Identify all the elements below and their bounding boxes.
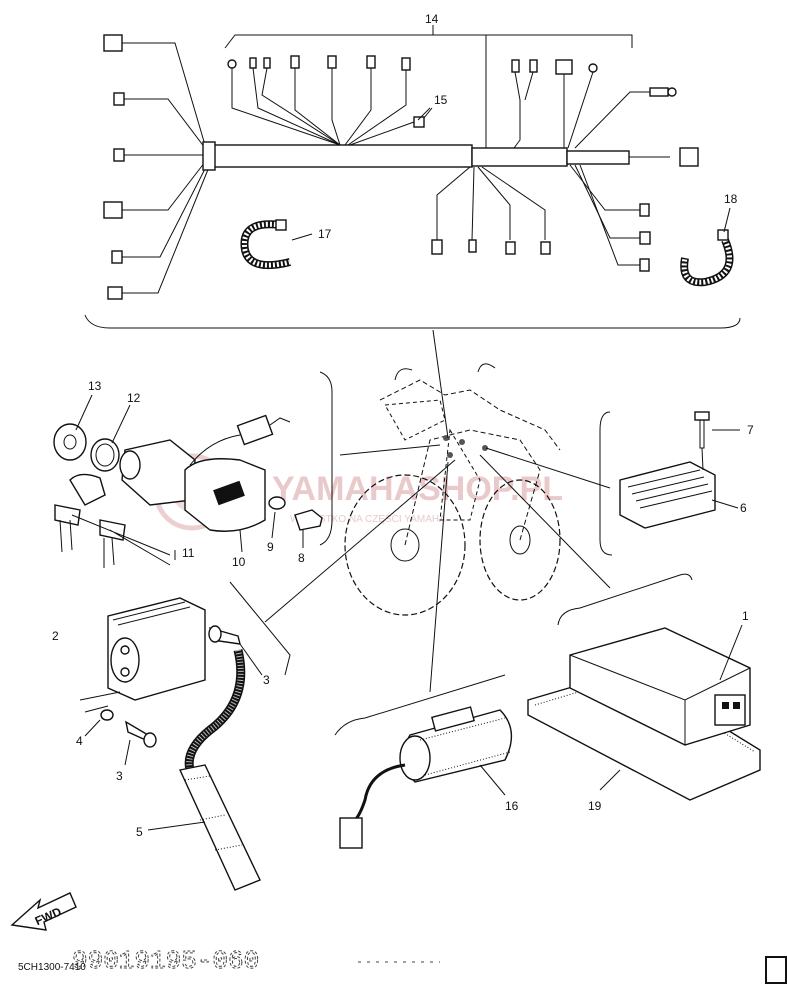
callout-1: 1 [742, 609, 749, 623]
watermark-brand: YAMAHASHOP.PL [272, 470, 563, 508]
callout-18: 18 [724, 192, 738, 206]
corner-box [765, 956, 787, 984]
serial-number: 99019195-060 [72, 946, 259, 976]
condenser-group [334, 674, 513, 849]
left-connectors [103, 34, 216, 300]
bottom-branch-connectors [431, 164, 651, 272]
watermark-tagline: WSZYSTKO NA CZĘŚCI YAMAHA [290, 512, 446, 525]
callout-16: 16 [505, 799, 519, 813]
callout-3-lower: 3 [116, 769, 123, 783]
callout-4: 4 [76, 734, 83, 748]
fwd-arrow: FWD [10, 892, 77, 931]
band-18 [680, 207, 734, 287]
callout-19: 19 [588, 799, 602, 813]
callout-17: 17 [318, 227, 332, 241]
callout-15: 15 [434, 93, 448, 107]
diagram-code: 5CH1300-7410 [18, 962, 86, 973]
callout-7: 7 [747, 423, 754, 437]
cdi-unit-group [527, 573, 761, 801]
right-branch-connectors [511, 59, 677, 149]
callout-11: 11 [182, 546, 195, 560]
callout-5: 5 [136, 825, 143, 839]
callout-2: 2 [52, 629, 59, 643]
motorcycle-outline [264, 329, 611, 693]
callout-13: 13 [88, 379, 102, 393]
wire-harness-group [84, 25, 741, 329]
callout-3-upper: 3 [263, 673, 270, 687]
main-switch-group [53, 371, 333, 568]
rectifier-regulator [599, 411, 740, 556]
footer: 99019195-060 5CH1300-7410 [18, 946, 787, 984]
band-17 [240, 219, 313, 269]
callout-10: 10 [232, 555, 246, 569]
callout-8: 8 [298, 551, 305, 565]
callout-14: 14 [425, 12, 439, 26]
callouts: 1 2 3 3 4 5 6 7 8 9 10 11 12 13 14 15 16… [52, 12, 754, 839]
callout-6: 6 [740, 501, 747, 515]
callout-12: 12 [127, 391, 141, 405]
callout-9: 9 [267, 540, 274, 554]
top-branch-connectors [227, 55, 433, 146]
ignition-coil-group [79, 581, 291, 891]
